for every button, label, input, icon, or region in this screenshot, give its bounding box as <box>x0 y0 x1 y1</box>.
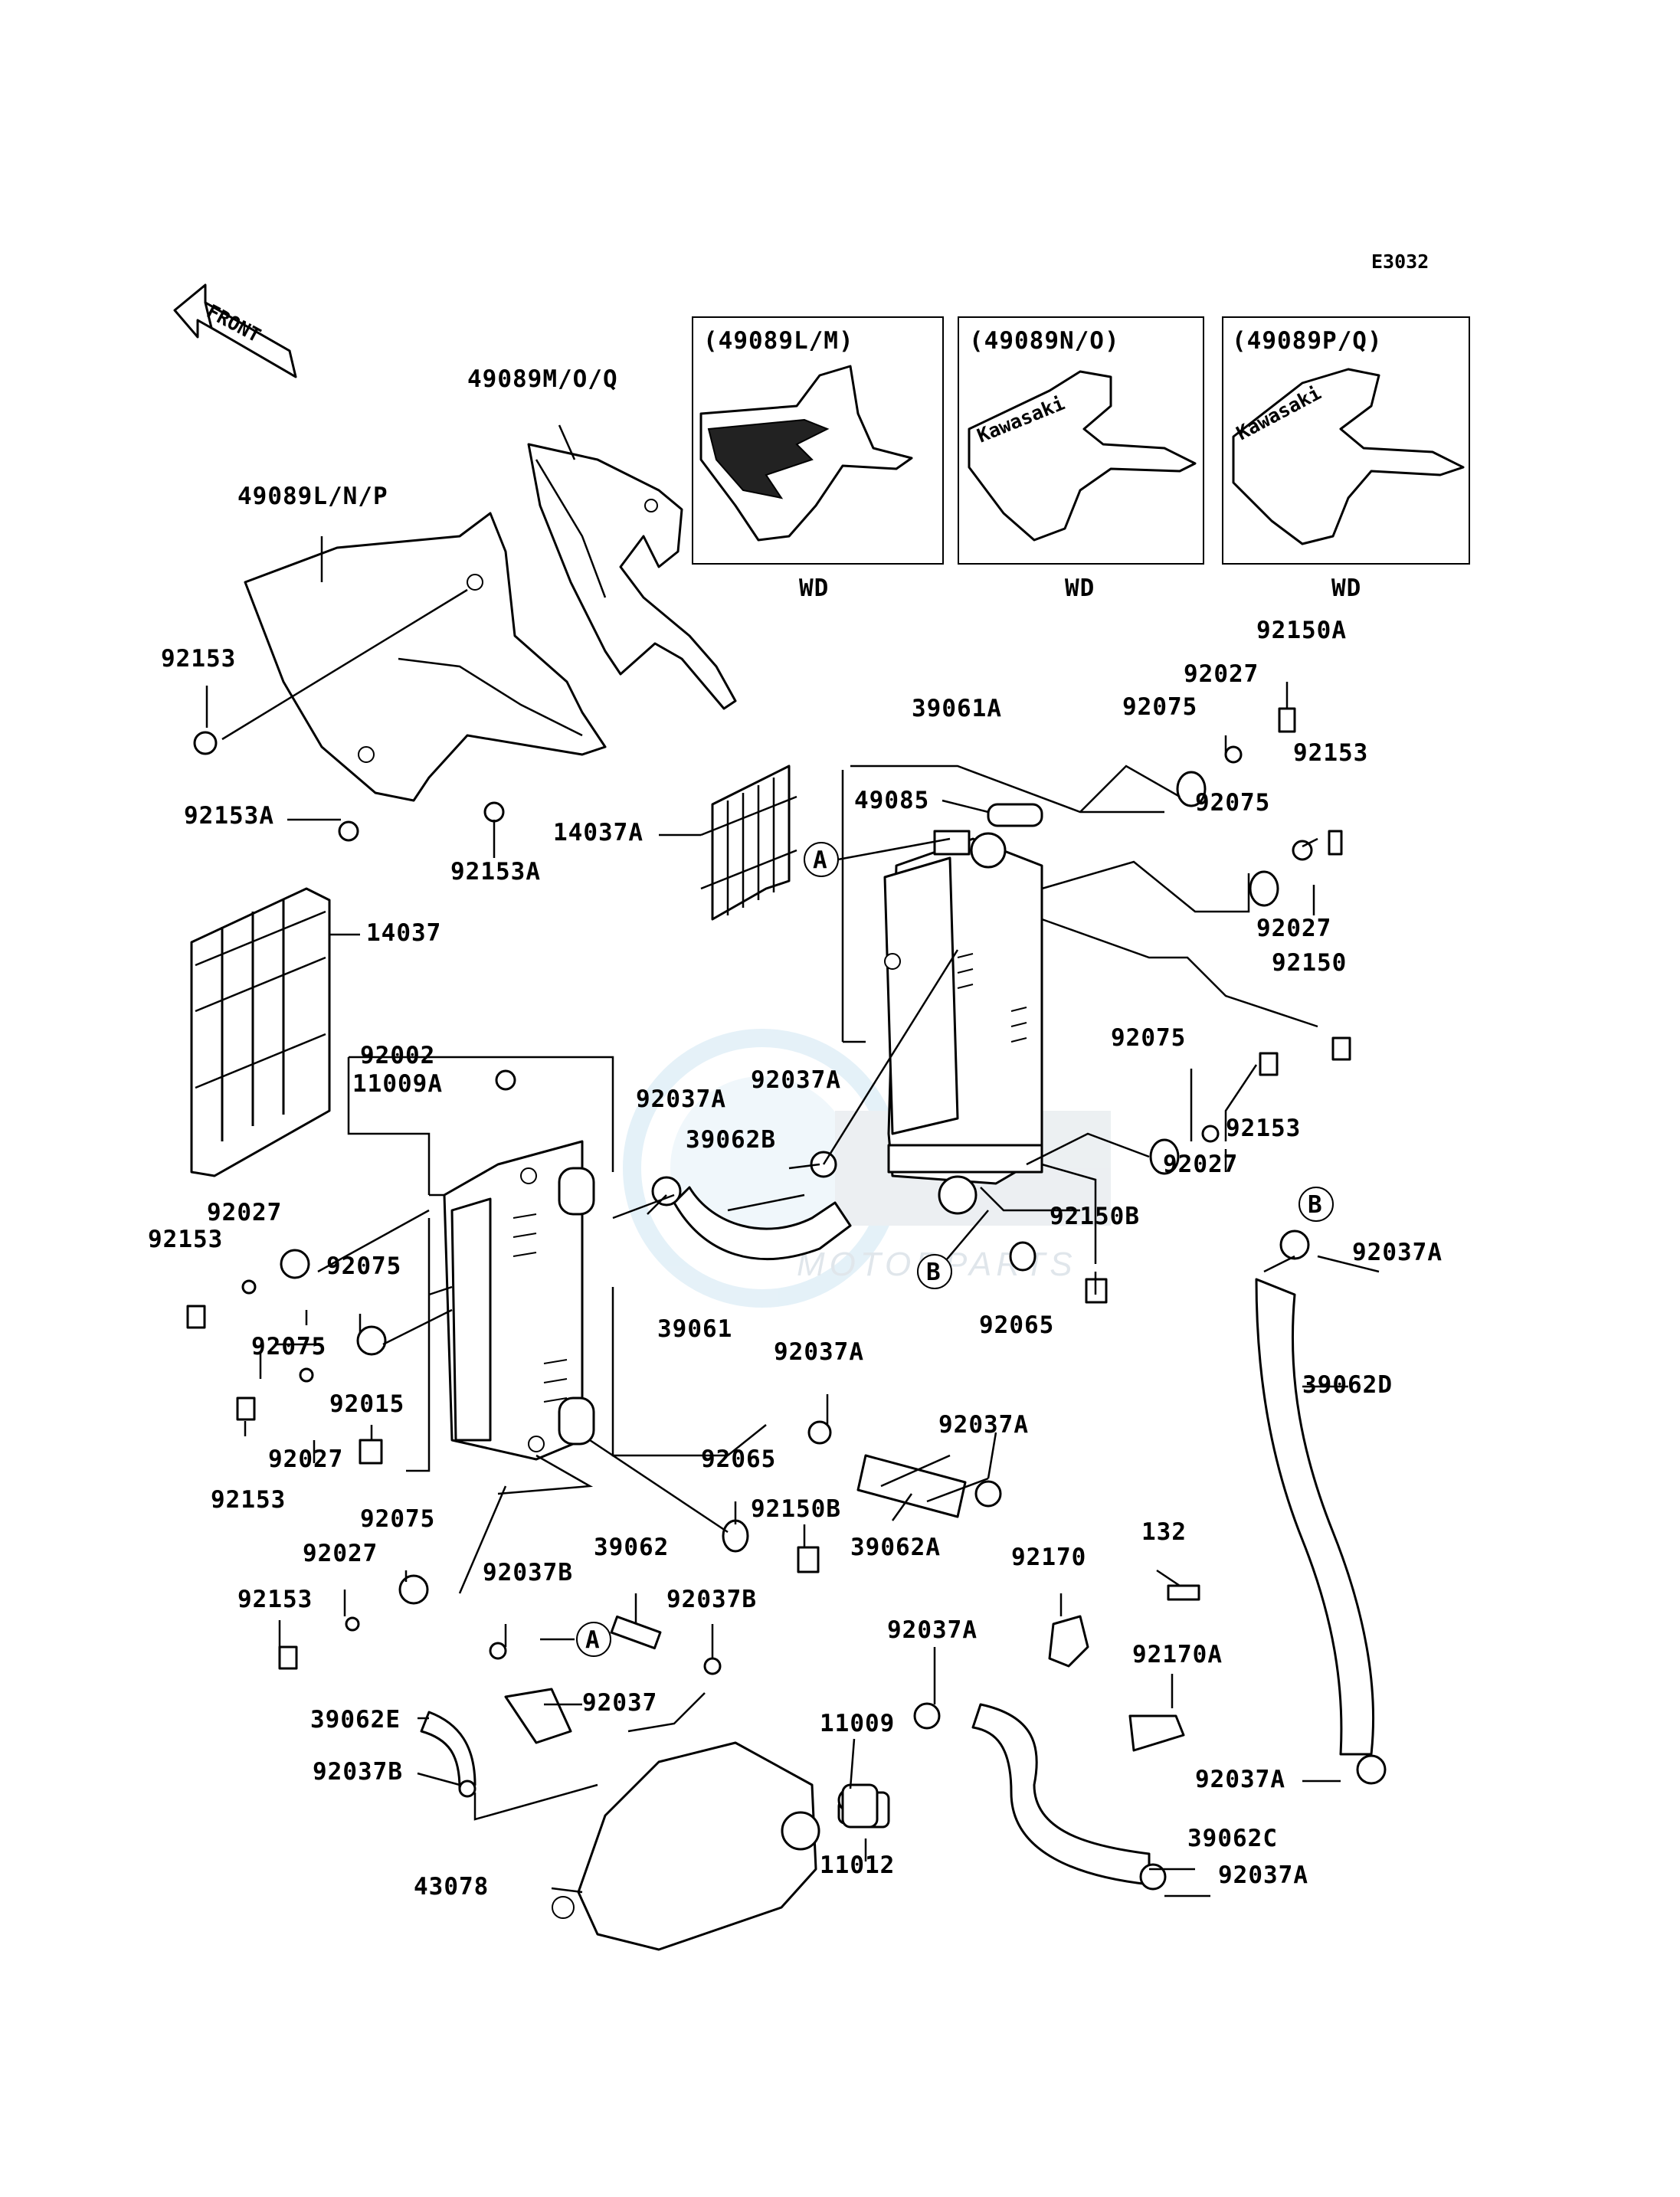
part-label: 92150B <box>751 1495 841 1523</box>
part-label: 14037 <box>366 919 441 947</box>
part-label: 92153 <box>237 1586 313 1613</box>
part-label: 92037A <box>636 1085 726 1113</box>
svg-text:A: A <box>813 846 828 874</box>
part-label: 92153 <box>161 645 236 673</box>
part-label: 92037 <box>582 1689 657 1717</box>
part-label: 92075 <box>360 1505 435 1533</box>
part-label: 92170 <box>1011 1544 1086 1571</box>
callout-B-1: B <box>917 1210 989 1289</box>
part-label: 92150B <box>1050 1203 1140 1230</box>
part-label: 11009 <box>820 1710 895 1737</box>
part-label: 92170A <box>1132 1641 1223 1668</box>
hose-39062C <box>971 1703 1151 1886</box>
inset-49089NO: (49089N/O) Kawasaki WD <box>958 316 1204 602</box>
part-label: 92002 <box>360 1042 435 1069</box>
part-label: 92027 <box>268 1446 343 1473</box>
leader-lines <box>205 424 1380 1897</box>
part-label: 92037A <box>751 1066 841 1094</box>
inset-49089LM: (49089L/M) WD <box>692 316 944 602</box>
part-labels: 49089M/O/Q 49089L/N/P 92153 92153A 92153… <box>148 365 1443 1901</box>
part-label: 92027 <box>207 1199 282 1226</box>
part-label: 92037A <box>1218 1861 1308 1889</box>
part-label: 92153 <box>148 1226 223 1253</box>
part-label: 49089M/O/Q <box>467 365 618 393</box>
part-label: 92075 <box>1122 693 1197 721</box>
hose-39062 <box>610 1615 662 1650</box>
part-label: 92037A <box>1195 1766 1285 1793</box>
part-label: 92037A <box>938 1411 1029 1439</box>
part-label: 92037A <box>774 1338 864 1366</box>
hose-39062D <box>1255 1278 1375 1756</box>
part-label: 11012 <box>820 1852 895 1879</box>
radiator-right <box>883 830 1043 1215</box>
part-label: 14037A <box>553 819 644 846</box>
part-label: 39062B <box>686 1126 776 1154</box>
part-label: 92075 <box>1195 789 1270 817</box>
svg-text:B: B <box>1308 1191 1323 1219</box>
part-label: 92027 <box>1184 660 1259 688</box>
part-label: 92037A <box>887 1616 978 1644</box>
reservoir-tank <box>552 1741 890 1951</box>
inset-title: (49089N/O) <box>969 327 1120 355</box>
part-label: 92075 <box>326 1252 401 1280</box>
part-label: 92015 <box>329 1390 404 1418</box>
part-label: 92153 <box>211 1486 286 1514</box>
part-label: 92027 <box>1256 915 1331 942</box>
part-label: 92153A <box>184 802 274 830</box>
inset-note: WD <box>1065 575 1095 602</box>
radiator-guard-left <box>190 887 331 1177</box>
part-label: 39062 <box>594 1534 669 1561</box>
part-label: 92037B <box>313 1758 403 1786</box>
inset-note: WD <box>799 575 829 602</box>
front-arrow-icon: FRONT <box>173 283 297 378</box>
diagram-code: E3032 <box>1371 250 1429 273</box>
part-label: 39062C <box>1187 1825 1278 1852</box>
callout-A-1: A <box>804 837 951 877</box>
part-label: 49085 <box>854 787 929 814</box>
part-label: 39061A <box>912 695 1002 722</box>
part-label: 92037A <box>1352 1239 1443 1266</box>
part-label: 92150 <box>1272 949 1347 977</box>
part-label: 39061 <box>657 1315 732 1343</box>
part-label: 92037B <box>483 1559 573 1586</box>
part-label: 92037B <box>666 1586 757 1613</box>
part-label: 39062A <box>850 1534 941 1561</box>
svg-text:A: A <box>585 1626 601 1654</box>
part-label: 92150A <box>1256 617 1347 644</box>
radiator-grill <box>700 765 797 921</box>
part-label: 92153 <box>1293 739 1368 767</box>
part-label: 39062D <box>1302 1371 1393 1399</box>
inset-title: (49089P/Q) <box>1232 327 1383 355</box>
part-label: 11009A <box>352 1070 443 1098</box>
shroud-left <box>244 512 607 802</box>
part-label: 92075 <box>251 1333 326 1360</box>
part-label: 92027 <box>1163 1151 1238 1178</box>
part-label: 43078 <box>414 1873 489 1901</box>
callout-B-2: B <box>1298 1187 1334 1222</box>
inset-note: WD <box>1331 575 1361 602</box>
part-label: 92153 <box>1226 1115 1301 1142</box>
part-label: 92027 <box>303 1540 378 1567</box>
svg-text:B: B <box>926 1259 942 1286</box>
radiator-left <box>443 1140 595 1461</box>
part-label: 39062E <box>310 1706 401 1734</box>
hose-39062A <box>856 1454 967 1518</box>
shroud-center <box>527 443 737 710</box>
inset-49089PQ: (49089P/Q) Kawasaki WD <box>1222 316 1470 602</box>
part-label: 132 <box>1141 1518 1187 1546</box>
hose-39062B <box>673 1186 852 1260</box>
small-parts <box>186 707 1387 1891</box>
part-label: 92065 <box>979 1311 1054 1339</box>
inset-title: (49089L/M) <box>703 327 854 355</box>
part-label: 92065 <box>701 1446 776 1473</box>
callout-A-2: A <box>576 1622 611 1657</box>
part-label: 92075 <box>1111 1024 1186 1052</box>
part-label: 49089L/N/P <box>237 483 388 510</box>
part-label: 92153A <box>450 858 541 886</box>
